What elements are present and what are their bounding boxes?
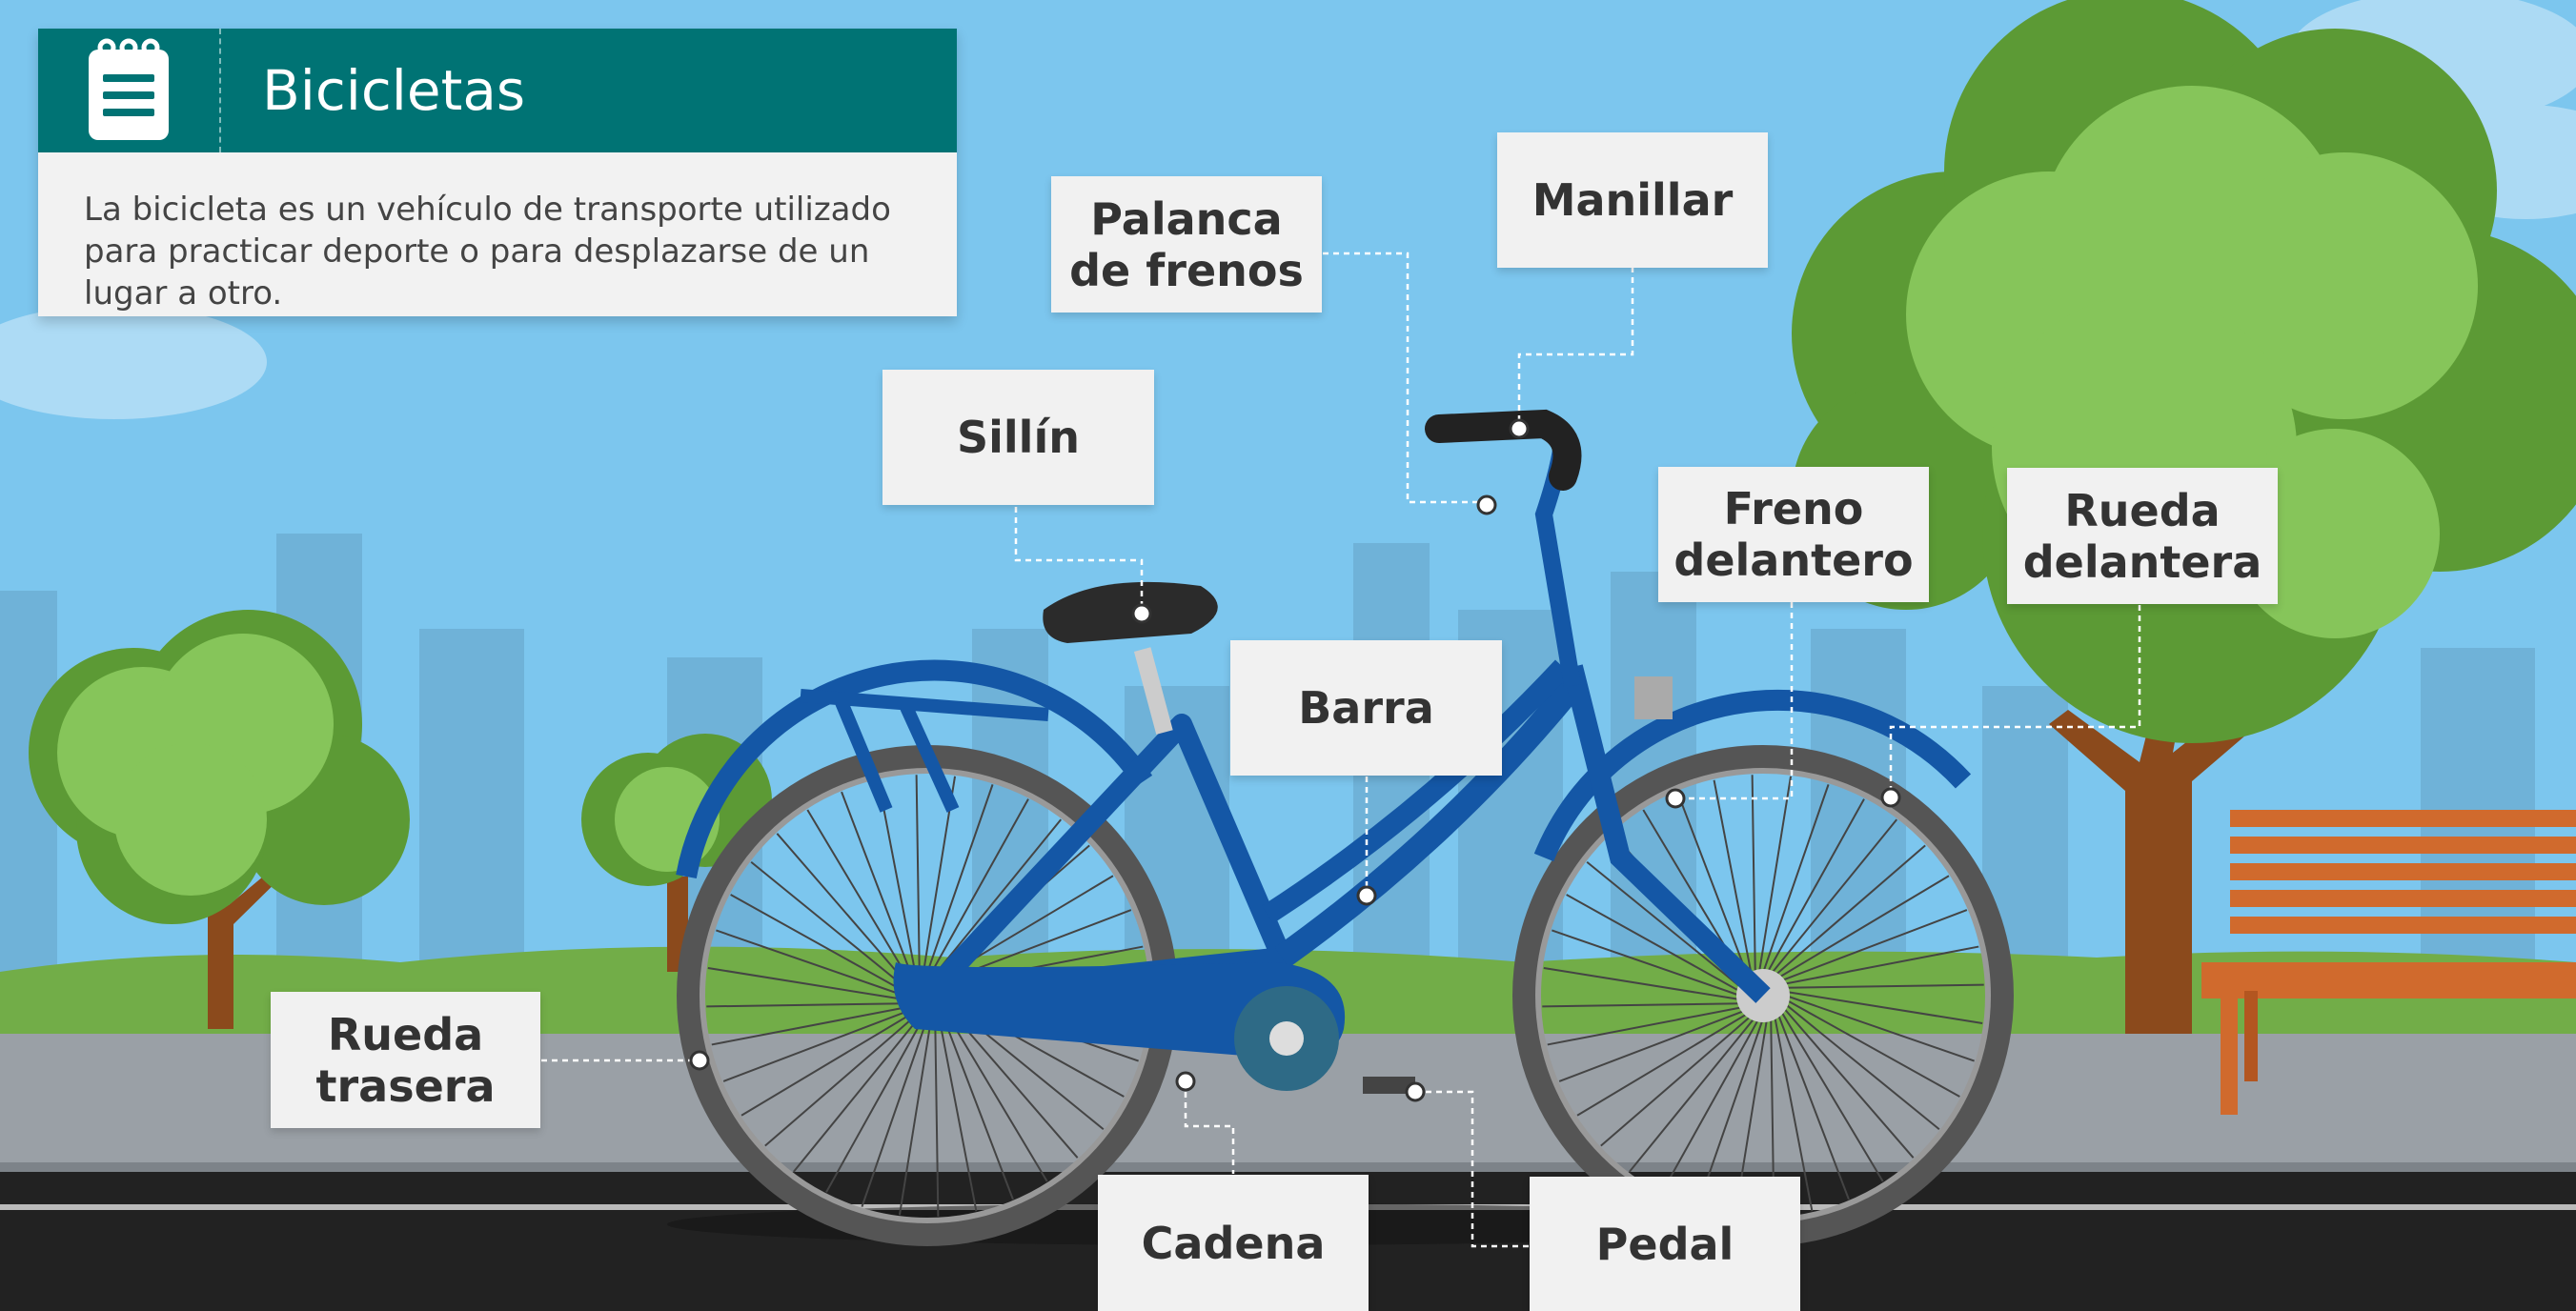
label-palanca-line1: Palanca <box>1090 192 1283 245</box>
spoke <box>1757 776 1793 974</box>
spoke <box>764 1015 917 1147</box>
spoke <box>1776 1013 1850 1200</box>
spoke <box>806 809 911 982</box>
label-manillar: Manillar <box>1497 132 1768 268</box>
label-manillar-text: Manillar <box>1531 174 1734 226</box>
spoke <box>938 1015 978 1212</box>
label-rueda-delantera-line1: Rueda <box>2064 484 2221 536</box>
label-sillin-text: Sillín <box>957 412 1080 463</box>
notepad-icon <box>89 38 169 140</box>
spoke <box>1576 1012 1750 1117</box>
spoke <box>861 1018 928 1207</box>
label-barra: Barra <box>1230 640 1502 776</box>
label-palanca-line2: de frenos <box>1069 244 1304 296</box>
leader-lines <box>541 252 2141 1248</box>
label-freno-line2: delantero <box>1673 534 1914 586</box>
spoke <box>926 784 994 974</box>
spoke <box>930 798 1029 974</box>
spoke <box>1552 929 1741 997</box>
label-cadena: Cadena <box>1098 1175 1369 1311</box>
spoke <box>1762 784 1830 974</box>
spoke <box>1782 1006 1915 1159</box>
spoke <box>792 1016 921 1173</box>
spoke <box>740 1012 914 1117</box>
spoke <box>707 966 905 1001</box>
label-palanca-de-frenos: Palanca de frenos <box>1051 176 1322 313</box>
label-barra-text: Barra <box>1298 682 1434 734</box>
spoke <box>841 791 914 978</box>
spoke <box>1543 966 1741 1001</box>
spoke <box>1661 1018 1760 1193</box>
spoke <box>941 1013 1014 1200</box>
bench <box>2201 810 2576 1115</box>
pin-palanca <box>1476 494 1497 515</box>
spoke <box>722 1009 910 1082</box>
label-rueda-delantera-line2: delantera <box>2022 535 2262 588</box>
spoke <box>706 1002 906 1008</box>
label-pedal: Pedal <box>1530 1177 1800 1311</box>
label-rueda-delantera: Rueda delantera <box>2007 468 2278 604</box>
spoke <box>1558 1009 1746 1082</box>
spoke <box>776 833 908 985</box>
label-freno-line1: Freno <box>1723 483 1864 534</box>
info-card-header: Bicicletas <box>38 29 957 152</box>
info-card: Bicicletas La bicicleta es un vehículo d… <box>38 29 957 316</box>
pin-cadena <box>1175 1071 1196 1092</box>
label-rueda-trasera-line2: trasera <box>315 1059 496 1112</box>
spoke <box>1785 998 1960 1098</box>
spoke <box>1770 818 1898 976</box>
spoke <box>1600 1015 1753 1147</box>
spoke <box>1713 779 1753 977</box>
pin-rueda-trasera <box>689 1050 710 1071</box>
bicycle <box>667 409 2014 1246</box>
info-card-icon-box <box>38 29 221 152</box>
spoke <box>934 818 1063 976</box>
label-pedal-text: Pedal <box>1595 1218 1734 1270</box>
spoke <box>750 860 907 989</box>
pin-freno <box>1665 788 1686 809</box>
spoke <box>1785 990 1983 1025</box>
spoke <box>1783 1002 1940 1131</box>
label-rueda-trasera: Rueda trasera <box>271 992 540 1128</box>
pin-barra <box>1356 885 1377 906</box>
info-card-title: Bicicletas <box>262 58 526 123</box>
spoke <box>1774 844 1926 977</box>
pin-manillar <box>1509 418 1530 439</box>
spoke <box>1784 983 1984 989</box>
pin-dots <box>689 418 1901 1102</box>
spoke <box>825 1018 924 1193</box>
spoke <box>1782 945 1979 985</box>
spoke <box>1542 1002 1742 1008</box>
spoke <box>1628 1016 1756 1173</box>
spoke <box>1566 894 1741 993</box>
pin-sillin <box>1131 603 1152 624</box>
spoke <box>1751 775 1756 975</box>
spoke <box>934 1017 940 1217</box>
info-card-description: La bicicleta es un vehículo de transport… <box>84 191 891 313</box>
spoke <box>1676 791 1750 978</box>
spoke <box>898 1018 933 1216</box>
spoke <box>943 1009 1048 1182</box>
spoke <box>1696 1018 1764 1207</box>
label-cadena-text: Cadena <box>1141 1217 1326 1269</box>
spoke <box>1785 995 1975 1062</box>
spoke <box>730 894 905 993</box>
spoke <box>877 779 917 977</box>
spoke <box>1547 1006 1744 1046</box>
spoke <box>1766 798 1865 974</box>
spoke <box>1586 860 1743 989</box>
pin-rueda-delantera <box>1880 787 1901 808</box>
pin-pedal <box>1405 1081 1426 1102</box>
label-freno-delantero: Freno delantero <box>1658 467 1929 602</box>
spoke <box>1774 1015 1814 1212</box>
spoke <box>716 929 905 997</box>
spoke <box>711 1006 908 1046</box>
label-sillin: Sillín <box>882 370 1154 505</box>
spoke <box>915 775 921 975</box>
left-tree <box>29 610 410 1029</box>
label-rueda-trasera-line1: Rueda <box>327 1008 484 1060</box>
spoke <box>1776 875 1950 979</box>
spoke <box>1779 1009 1884 1182</box>
spoke <box>1780 909 1968 982</box>
